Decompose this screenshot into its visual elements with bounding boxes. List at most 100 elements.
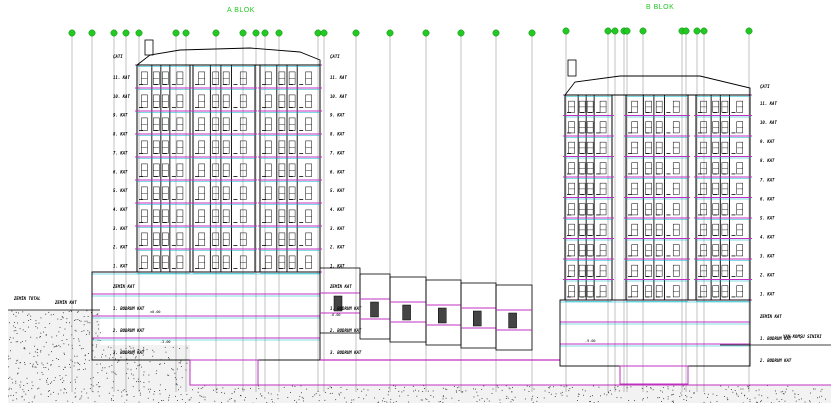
soil-fill	[8, 310, 831, 403]
soil-dot	[511, 391, 513, 393]
soil-dot	[172, 347, 174, 348]
podium-bay	[495, 284, 533, 351]
soil-dot	[68, 344, 70, 346]
soil-dot	[23, 391, 25, 393]
soil-dot	[28, 326, 29, 328]
axis-bubble	[122, 29, 130, 37]
axis-bubble	[110, 29, 118, 37]
soil-dot	[420, 399, 422, 401]
soil-dot	[689, 390, 691, 392]
soil-dot	[109, 357, 110, 359]
axis-bubble	[239, 29, 247, 37]
soil-dot	[508, 387, 510, 389]
soil-dot	[86, 334, 87, 335]
soil-dot	[31, 401, 33, 403]
soil-dot	[48, 390, 49, 392]
soil-dot	[99, 332, 101, 334]
soil-dot	[74, 320, 75, 321]
soil-dot	[804, 401, 806, 403]
soil-dot	[28, 320, 29, 321]
soil-dot	[416, 395, 418, 397]
soil-dot	[13, 330, 15, 332]
soil-dot	[272, 401, 273, 403]
soil-dot	[315, 393, 317, 395]
soil-dot	[758, 394, 760, 396]
soil-dot	[8, 366, 10, 368]
soil-dot	[75, 381, 76, 383]
soil-dot	[821, 388, 823, 390]
soil-dot	[64, 389, 66, 390]
soil-dot	[549, 386, 551, 388]
axis-bubble	[182, 29, 190, 37]
soil-dot	[245, 397, 246, 398]
soil-dot	[50, 314, 52, 316]
soil-dot	[234, 391, 235, 393]
soil-dot	[37, 388, 39, 390]
soil-dot	[83, 330, 85, 332]
soil-dot	[47, 396, 49, 397]
soil-dot	[438, 401, 440, 403]
soil-dot	[125, 391, 127, 393]
soil-dot	[240, 395, 241, 396]
soil-dot	[198, 387, 199, 389]
soil-dot	[667, 398, 669, 400]
soil-dot	[15, 315, 17, 317]
soil-dot	[150, 388, 151, 390]
soil-dot	[43, 346, 45, 348]
soil-dot	[188, 399, 190, 401]
a-level-label-right: ÇATI	[330, 54, 340, 59]
soil-dot	[94, 401, 96, 403]
soil-dot	[462, 391, 464, 393]
soil-dot	[74, 392, 76, 394]
soil-dot	[59, 346, 61, 348]
a-deep-basement	[189, 359, 259, 386]
soil-dot	[662, 391, 663, 393]
soil-dot	[825, 398, 826, 400]
soil-dot	[90, 384, 92, 386]
a-level-label-right: 10. KAT	[330, 94, 347, 99]
soil-dot	[554, 396, 556, 397]
soil-dot	[110, 347, 112, 349]
soil-dot	[110, 354, 111, 356]
soil-dot	[66, 339, 68, 340]
soil-dot	[379, 389, 381, 390]
soil-dot	[524, 389, 526, 391]
soil-dot	[8, 355, 10, 357]
soil-dot	[744, 395, 745, 397]
axis-bubble	[639, 27, 647, 35]
soil-dot	[338, 393, 340, 395]
soil-dot	[136, 368, 137, 370]
soil-dot	[41, 372, 43, 373]
soil-dot	[27, 314, 28, 316]
soil-dot	[426, 399, 428, 400]
soil-dot	[662, 387, 664, 388]
soil-dot	[16, 333, 18, 334]
soil-dot	[479, 399, 481, 401]
axis-bubble	[528, 29, 536, 37]
b-level-label: 2. KAT	[759, 273, 775, 278]
soil-dot	[650, 387, 652, 388]
soil-dot	[13, 394, 14, 396]
soil-dot	[395, 401, 397, 402]
soil-dot	[423, 385, 425, 387]
soil-dot	[96, 344, 98, 346]
soil-dot	[683, 399, 685, 400]
soil-dot	[43, 367, 45, 368]
soil-dot	[634, 400, 635, 402]
soil-dot	[345, 401, 347, 403]
soil-dot	[127, 363, 129, 365]
axis-bubble	[212, 29, 220, 37]
soil-dot	[108, 366, 110, 368]
soil-dot	[606, 394, 608, 396]
soil-dot	[88, 359, 90, 361]
soil-dot	[73, 338, 75, 340]
soil-dot	[13, 325, 14, 327]
soil-dot	[374, 397, 375, 399]
elevation-code: -3.00	[160, 340, 171, 344]
elevation-code: -9.00	[585, 339, 596, 343]
soil-dot	[64, 367, 66, 368]
soil-dot	[81, 331, 83, 332]
soil-dot	[67, 400, 69, 402]
b-level-label: 8. KAT	[760, 158, 775, 163]
soil-dot	[810, 392, 811, 394]
